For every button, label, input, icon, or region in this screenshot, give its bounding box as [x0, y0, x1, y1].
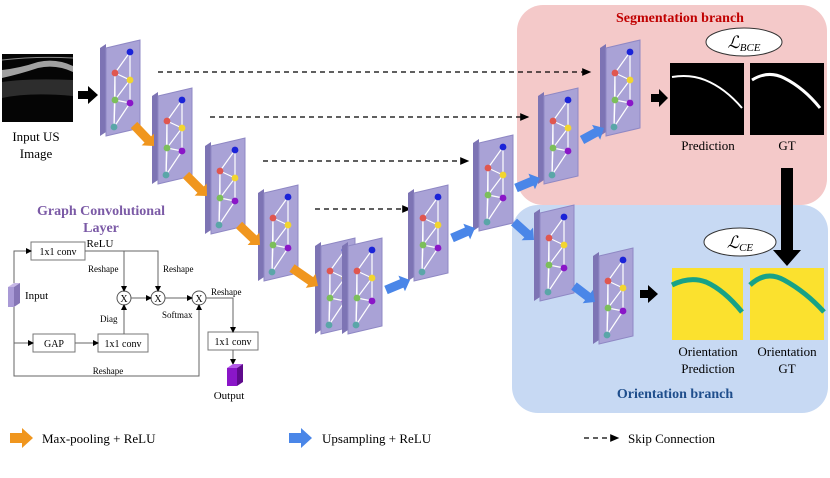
legend-maxpool-label: Max-pooling + ReLU	[42, 431, 156, 446]
skip-connections	[158, 68, 592, 213]
input-label-line2: Image	[20, 146, 53, 161]
bottleneck-plate-2	[342, 237, 383, 335]
gcl-reshape-right-label: Reshape	[211, 287, 242, 297]
orientation-prediction-map	[670, 268, 744, 340]
gcl-multiply-2-label: X	[154, 294, 162, 305]
upsample-arrow-3	[514, 173, 540, 193]
orient-plate-1	[534, 204, 575, 302]
upsample-arrow-1	[384, 275, 410, 295]
legend-upsample-label: Upsampling + ReLU	[322, 431, 432, 446]
gcl-conv-out-label: 1x1 conv	[215, 337, 252, 348]
legend: Max-pooling + ReLU Upsampling + ReLU Ski…	[10, 428, 716, 448]
maxpool-arrow-4	[289, 264, 318, 288]
encoder-plate-4	[258, 184, 299, 282]
input-arrow	[78, 86, 98, 104]
gcl-reshape-mid-label: Reshape	[163, 264, 194, 274]
encoder-plate-3	[205, 137, 246, 235]
gcl-relu-label: ReLU	[87, 238, 114, 250]
upsample-arrow-orient-2	[571, 282, 595, 304]
encoder-plate-2	[152, 87, 193, 185]
upsample-arrow-4	[579, 124, 604, 144]
prediction-mask	[670, 63, 744, 135]
upsample-arrow-2	[450, 223, 475, 243]
orientation-gt-label-line1: Orientation	[757, 344, 817, 359]
legend-maxpool-arrow	[10, 428, 33, 448]
ce-loss-bubble	[703, 227, 777, 257]
seg-output-arrow	[651, 89, 668, 107]
legend-skip-label: Skip Connection	[628, 431, 716, 446]
gcl-gap-label: GAP	[44, 339, 64, 350]
bce-loss-label: ℒBCE	[727, 33, 760, 54]
input-us-image	[1, 54, 74, 122]
gcl-block: Graph Convolutional Layer Input 1x1 conv…	[8, 204, 259, 402]
orientation-branch-title: Orientation branch	[617, 387, 733, 402]
gcl-title-line2: Layer	[83, 221, 119, 236]
encoder-plate-1	[100, 39, 141, 137]
gcl-input-label: Input	[25, 290, 48, 302]
gcl-conv-mid-label: 1x1 conv	[105, 339, 142, 350]
decoder-plate-3	[538, 87, 579, 185]
maxpool-arrow-1	[130, 121, 154, 146]
gcl-reshape-bottom-label: Reshape	[93, 366, 124, 376]
feature-plates	[100, 39, 641, 345]
gcl-connectors	[13, 248, 236, 377]
orient-plate-2	[593, 247, 634, 345]
gcl-conv-top-label: 1x1 conv	[40, 247, 77, 258]
orientation-branch-region	[512, 205, 828, 413]
orientation-gt-map	[748, 268, 826, 340]
gt-label: GT	[778, 138, 795, 153]
gcl-softmax-label: Softmax	[162, 310, 193, 320]
segmentation-branch-title: Segmentation branch	[616, 11, 744, 26]
orientation-prediction-label-line2: Prediction	[681, 361, 735, 376]
ce-loss-label: ℒCE	[727, 233, 754, 254]
gcl-output-label: Output	[214, 390, 245, 402]
legend-upsample-arrow	[289, 428, 312, 448]
gt-to-orientation-arrow	[773, 168, 801, 266]
gcl-output-cube	[227, 364, 243, 386]
gcl-reshape-left-label: Reshape	[88, 264, 119, 274]
gcl-multiply-1-label: X	[120, 294, 128, 305]
maxpool-arrow-2	[182, 171, 207, 196]
orient-output-arrow	[640, 285, 658, 303]
decoder-plate-1	[408, 184, 449, 282]
input-label-line1: Input US	[12, 129, 59, 144]
flow-arrows	[130, 121, 604, 304]
maxpool-arrow-3	[235, 221, 260, 245]
bce-loss-bubble	[705, 27, 783, 57]
gcl-multiply-3-label: X	[195, 294, 203, 305]
orientation-prediction-label-line1: Orientation	[678, 344, 738, 359]
prediction-label: Prediction	[681, 138, 735, 153]
seg-plate	[600, 39, 641, 137]
upsample-arrow-orient-1	[510, 218, 534, 241]
orientation-gt-label-line2: GT	[778, 361, 795, 376]
gcl-title-line1: Graph Convolutional	[37, 204, 165, 219]
gt-mask	[750, 63, 824, 135]
gcl-diag-label: Diag	[100, 314, 118, 324]
decoder-plate-2	[473, 134, 514, 232]
gcl-input-cube	[8, 283, 20, 307]
